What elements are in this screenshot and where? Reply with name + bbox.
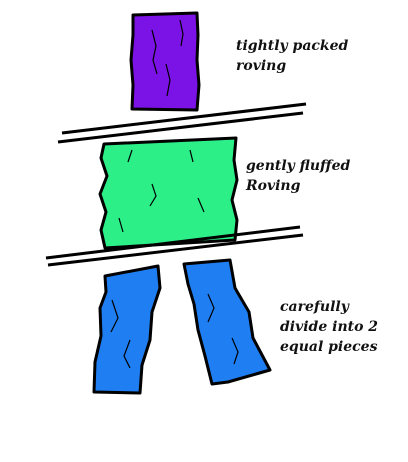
divided-roving-left-piece — [92, 264, 162, 395]
packed-roving-fiber-line — [165, 63, 171, 97]
label-line: tightly packed — [236, 38, 349, 54]
divider-line-lower — [47, 233, 304, 267]
label-divide-into-pieces: carefully divide into 2 equal pieces — [280, 297, 378, 357]
fluffed-roving-fiber-line — [118, 217, 124, 233]
divided-roving-right-piece — [182, 258, 272, 386]
packed-roving-fiber-line — [151, 29, 158, 75]
divided-roving-fiber-line — [231, 337, 239, 365]
divided-roving-fiber-line — [207, 293, 215, 323]
label-line: Roving — [246, 178, 301, 194]
label-line: divide into 2 — [280, 319, 379, 335]
label-line: carefully — [280, 299, 349, 315]
fluffed-roving-fiber-line — [149, 183, 157, 207]
packed-roving-fiber-line — [179, 19, 184, 47]
label-gently-fluffed-roving: gently fluffed Roving — [246, 156, 350, 196]
packed-roving-block — [129, 11, 201, 112]
fluffed-roving-fiber-line — [127, 149, 133, 163]
divider-line-upper — [61, 102, 307, 135]
divided-roving-fiber-line — [123, 339, 131, 369]
divider-line-upper — [45, 225, 301, 260]
label-line: equal pieces — [280, 339, 378, 355]
divided-roving-fiber-line — [110, 299, 119, 333]
label-tightly-packed-roving: tightly packed roving — [236, 36, 348, 76]
fluffed-roving-fiber-line — [197, 197, 205, 213]
divider-line-lower — [57, 111, 304, 144]
label-line: gently fluffed — [246, 158, 351, 174]
fluffed-roving-fiber-line — [189, 149, 194, 163]
label-line: roving — [236, 58, 287, 74]
fluffed-roving-block — [98, 136, 239, 250]
